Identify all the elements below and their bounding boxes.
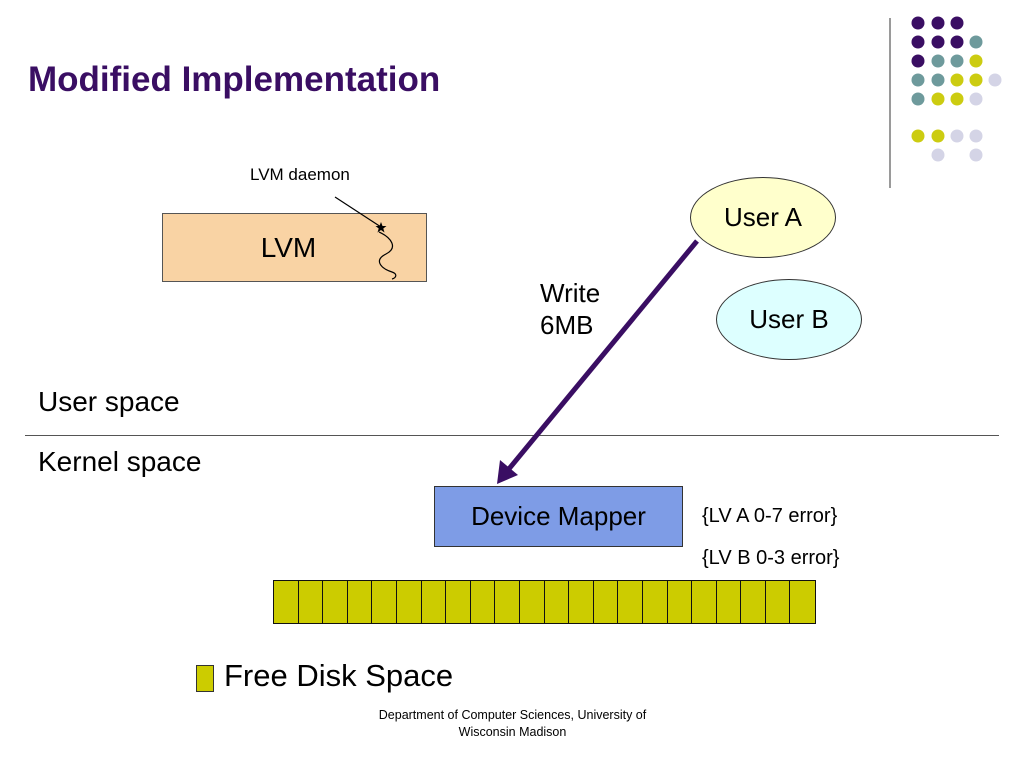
write-arrow-head — [497, 460, 518, 484]
disk-block — [692, 581, 717, 623]
disk-block — [716, 581, 742, 623]
disk-block — [519, 581, 545, 623]
lvm-label: LVM — [260, 231, 317, 263]
disk-block — [323, 581, 348, 623]
decorative-dot-grid — [911, 16, 1002, 162]
decorative-dot — [911, 73, 925, 87]
disk-block — [642, 581, 668, 623]
decorative-dot — [931, 73, 945, 87]
kernel-space-label: Kernel space — [38, 446, 202, 477]
disk-block — [790, 581, 816, 623]
decorative-dot — [911, 54, 925, 68]
decorative-dot — [950, 16, 964, 30]
write-label: Write 6MB — [540, 277, 600, 341]
decorative-vertical-line — [889, 18, 891, 188]
disk-block — [470, 581, 496, 623]
lvm-box: LVM — [162, 213, 427, 282]
decorative-dot — [931, 35, 945, 49]
user-b-node: User B — [716, 279, 862, 360]
disk-block-strip — [273, 580, 817, 624]
disk-block — [544, 581, 570, 623]
disk-block — [569, 581, 594, 623]
footer-line1: Department of Computer Sciences, Univers… — [378, 708, 647, 722]
device-mapper-box: Device Mapper — [434, 486, 683, 547]
disk-block — [298, 581, 324, 623]
decorative-dot — [931, 92, 945, 106]
decorative-dot — [911, 35, 925, 49]
decorative-dot — [911, 16, 925, 30]
decorative-dot — [950, 54, 964, 68]
decorative-dot — [950, 129, 964, 143]
disk-block — [372, 581, 397, 623]
user-a-node: User A — [690, 177, 836, 258]
disk-block — [495, 581, 520, 623]
decorative-dot — [969, 35, 983, 49]
decorative-dot — [969, 129, 983, 143]
user-space-label: User space — [38, 386, 180, 417]
free-disk-legend-label: Free Disk Space — [224, 658, 454, 693]
disk-block — [667, 581, 693, 623]
decorative-dot — [931, 148, 945, 162]
disk-block — [446, 581, 471, 623]
decorative-dot — [950, 92, 964, 106]
decorative-dot — [988, 73, 1002, 87]
disk-block — [421, 581, 447, 623]
slide-title: Modified Implementation — [28, 60, 441, 99]
user-a-label: User A — [723, 202, 803, 232]
device-mapper-label: Device Mapper — [471, 501, 646, 531]
decorative-dot — [969, 73, 983, 87]
user-b-label: User B — [749, 304, 829, 334]
free-disk-legend-swatch — [196, 665, 214, 692]
write-label-line1: Write — [540, 278, 601, 308]
user-kernel-divider — [25, 435, 999, 436]
lvm-daemon-label: LVM daemon — [250, 165, 350, 184]
decorative-dot — [950, 73, 964, 87]
disk-block — [593, 581, 619, 623]
decorative-dot — [950, 35, 964, 49]
write-label-line2: 6MB — [540, 310, 594, 340]
decorative-dot — [969, 54, 983, 68]
disk-block — [765, 581, 791, 623]
lv-a-error-label: {LV A 0-7 error} — [702, 505, 838, 527]
decorative-dot — [911, 92, 925, 106]
footer-line2: Wisconsin Madison — [458, 725, 567, 739]
lv-b-error-label: {LV B 0-3 error} — [702, 547, 840, 569]
disk-block — [274, 581, 299, 623]
disk-block — [347, 581, 373, 623]
slide-footer: Department of Computer Sciences, Univers… — [350, 707, 675, 741]
decorative-dot — [969, 92, 983, 106]
disk-block — [396, 581, 422, 623]
decorative-dot — [931, 54, 945, 68]
decorative-dot — [911, 129, 925, 143]
decorative-dot — [931, 129, 945, 143]
disk-block — [741, 581, 766, 623]
disk-block — [618, 581, 643, 623]
decorative-dot — [931, 16, 945, 30]
decorative-dot — [969, 148, 983, 162]
